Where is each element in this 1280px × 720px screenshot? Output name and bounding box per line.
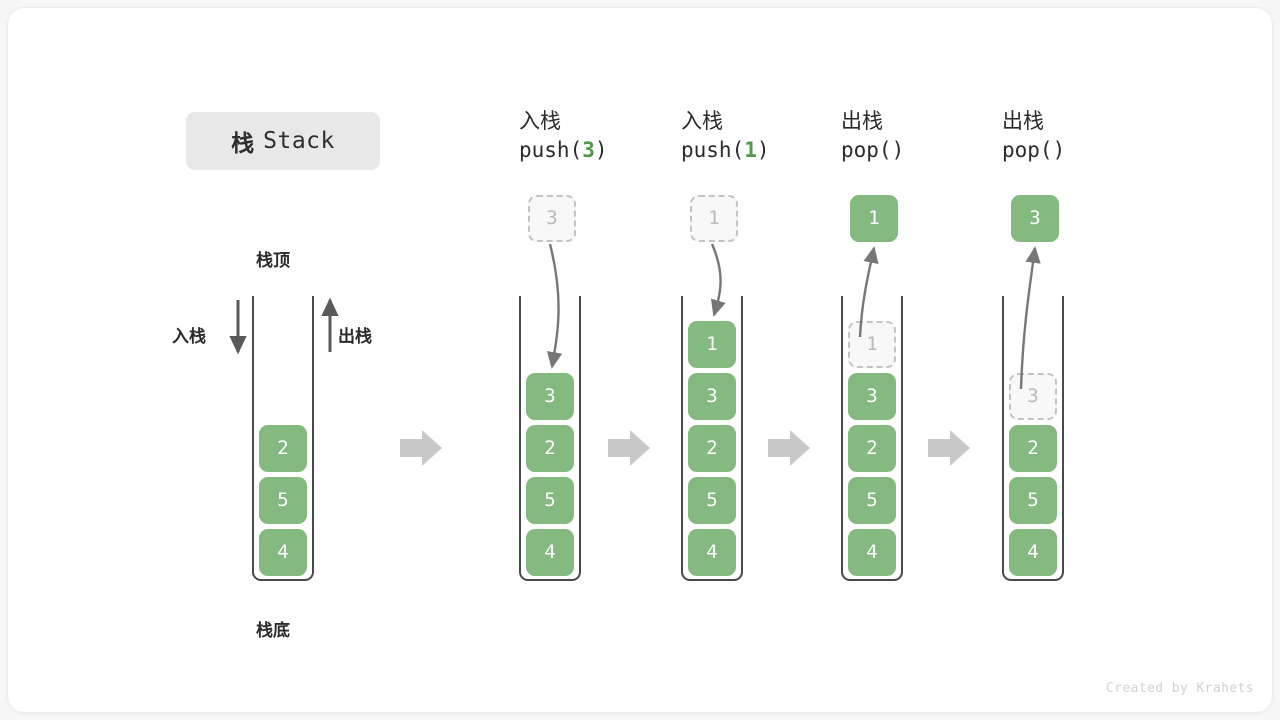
stack-cell: 4 [848, 529, 896, 576]
stack-cell: 5 [1009, 477, 1057, 524]
stack-cell: 3 [526, 373, 574, 420]
stack-cell: 1 [688, 321, 736, 368]
label-stack-top: 栈顶 [256, 251, 290, 270]
floating-element-push-1: 1 [690, 195, 738, 242]
label-stack-bottom: 栈底 [256, 621, 290, 640]
stack-cell: 2 [526, 425, 574, 472]
label-push-arrow: 入栈 [172, 327, 206, 346]
stack-cell: 4 [259, 529, 307, 576]
attribution-footer: Created by Krahets [1105, 681, 1254, 696]
stack-cell: 4 [526, 529, 574, 576]
column-op-label: 入栈 [519, 110, 561, 133]
stack-cell: 5 [526, 477, 574, 524]
column-header-pop-3: 出栈 pop() [1002, 108, 1152, 165]
column-op-label: 入栈 [681, 110, 723, 133]
column-header-push-3: 入栈 push(3) [519, 108, 669, 165]
stack-container-pop-1: 1 3 2 5 4 [841, 296, 903, 581]
stack-cell: 3 [1009, 373, 1057, 420]
stack-cell: 1 [848, 321, 896, 368]
column-signature: pop() [1002, 138, 1066, 163]
stack-container-push-3: 3 2 5 4 [519, 296, 581, 581]
stack-container-initial: 2 5 4 [252, 296, 314, 581]
label-pop-arrow: 出栈 [338, 327, 372, 346]
stack-cell: 2 [688, 425, 736, 472]
signature-argument: 1 [744, 138, 757, 163]
floating-element-pop-1: 1 [850, 195, 898, 242]
stack-cell: 2 [259, 425, 307, 472]
diagram-title-chip: 栈 Stack [186, 112, 380, 170]
column-signature: pop() [841, 138, 905, 163]
stack-cell: 5 [848, 477, 896, 524]
floating-element-push-3: 3 [528, 195, 576, 242]
column-header-push-1: 入栈 push(1) [681, 108, 831, 165]
column-header-pop-1: 出栈 pop() [841, 108, 991, 165]
floating-element-pop-3: 3 [1011, 195, 1059, 242]
stack-container-pop-3: 3 2 5 4 [1002, 296, 1064, 581]
stack-cell: 3 [688, 373, 736, 420]
stack-cell: 5 [259, 477, 307, 524]
stack-cell: 2 [848, 425, 896, 472]
stack-cell: 4 [1009, 529, 1057, 576]
stack-container-push-1: 1 3 2 5 4 [681, 296, 743, 581]
stack-cell: 5 [688, 477, 736, 524]
title-en: Stack [263, 128, 335, 154]
column-signature: push(1) [681, 138, 770, 163]
title-cn: 栈 [231, 130, 255, 156]
signature-argument: 3 [582, 138, 595, 163]
column-op-label: 出栈 [841, 110, 883, 133]
column-signature: push(3) [519, 138, 608, 163]
stack-cell: 2 [1009, 425, 1057, 472]
stack-cell: 4 [688, 529, 736, 576]
column-op-label: 出栈 [1002, 110, 1044, 133]
stack-cell: 3 [848, 373, 896, 420]
